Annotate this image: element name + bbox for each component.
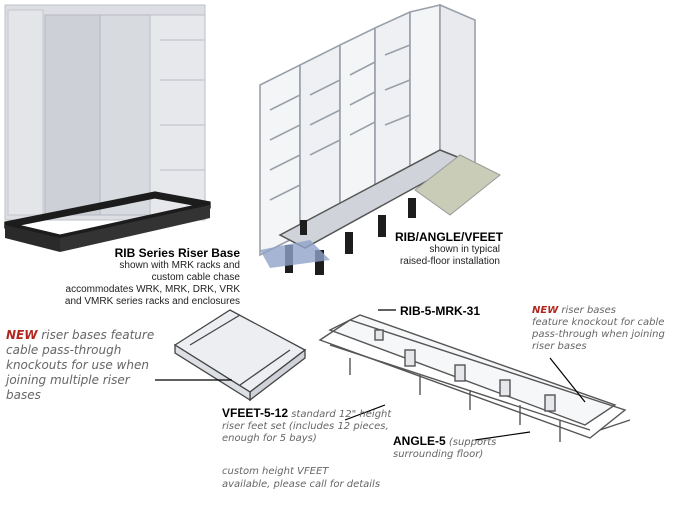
new-badge-right: NEW bbox=[532, 305, 559, 316]
rib-series-line-1: shown with MRK racks and bbox=[119, 260, 240, 271]
rib-angle-vfeet-line-1: shown in typical bbox=[429, 244, 500, 255]
new-note-left-line-2: cable pass-through bbox=[6, 343, 122, 357]
custom-note-line-2: available, please call for details bbox=[222, 479, 381, 490]
vfeet-caption: VFEET-5-12 standard 12" height riser fee… bbox=[222, 407, 422, 445]
mrk-rack-enclosure bbox=[4, 4, 206, 221]
new-note-right-line-1: NEW riser bases bbox=[532, 305, 617, 316]
rib-angle-vfeet-caption: RIB/ANGLE/VFEET shown in typical raised-… bbox=[395, 230, 504, 268]
rib-angle-vfeet-line-2: raised-floor installation bbox=[399, 256, 500, 267]
new-badge-left: NEW bbox=[6, 328, 38, 342]
rib-angle-vfeet-title: RIB/ANGLE/VFEET bbox=[395, 230, 504, 244]
rib-series-line-4: and VMRK series racks and enclosures bbox=[64, 296, 240, 307]
new-note-left-line-4: joining multiple riser bases bbox=[6, 373, 130, 402]
rib-series-compat: accommodates WRK, MRK, DRK, VRK and VMRK… bbox=[55, 284, 240, 308]
new-note-right-line-4: riser bases bbox=[532, 341, 587, 352]
angle-code: ANGLE-5 bbox=[393, 434, 446, 448]
vfeet-line-1: VFEET-5-12 standard 12" height bbox=[222, 406, 392, 420]
rib-5-mrk-31-label: RIB-5-MRK-31 bbox=[400, 304, 481, 318]
new-note-right: NEW riser bases feature knockout for cab… bbox=[532, 305, 697, 353]
riser-base-with-feet bbox=[260, 149, 501, 275]
callout-leader-lines bbox=[155, 309, 586, 441]
new-note-right-line-3: pass-through when joining bbox=[532, 329, 665, 340]
angle-line-2: surrounding floor) bbox=[393, 449, 484, 460]
angle-caption: ANGLE-5 (supports surrounding floor) bbox=[393, 435, 543, 461]
vfeet-line-2: riser feet set (includes 12 pieces, bbox=[222, 421, 389, 432]
new-note-left-line-3: knockouts for use when bbox=[6, 358, 149, 372]
vfeet-code: VFEET-5-12 bbox=[222, 406, 289, 420]
new-note-left-line-1: NEW riser bases feature bbox=[6, 328, 155, 342]
rib-series-line-2: custom cable chase bbox=[151, 272, 240, 283]
rib-riser-base bbox=[4, 191, 211, 252]
rib-series-title: RIB Series Riser Base bbox=[114, 246, 240, 260]
rack-frame-array bbox=[259, 3, 476, 257]
riser-base-knockout-detail bbox=[173, 309, 307, 402]
custom-height-note: custom height VFEET available, please ca… bbox=[222, 465, 422, 491]
vfeet-line-3: enough for 5 bays) bbox=[222, 433, 317, 444]
rib-series-caption: RIB Series Riser Base shown with MRK rac… bbox=[95, 246, 240, 284]
rib-5-mrk-31-base bbox=[318, 314, 631, 442]
new-note-left: NEW riser bases feature cable pass-throu… bbox=[6, 328, 166, 403]
custom-note-line-1: custom height VFEET bbox=[222, 466, 329, 477]
rib-series-line-3: accommodates WRK, MRK, DRK, VRK bbox=[65, 284, 240, 295]
angle-line-1: ANGLE-5 (supports bbox=[393, 434, 497, 448]
new-note-right-line-2: feature knockout for cable bbox=[532, 317, 665, 328]
